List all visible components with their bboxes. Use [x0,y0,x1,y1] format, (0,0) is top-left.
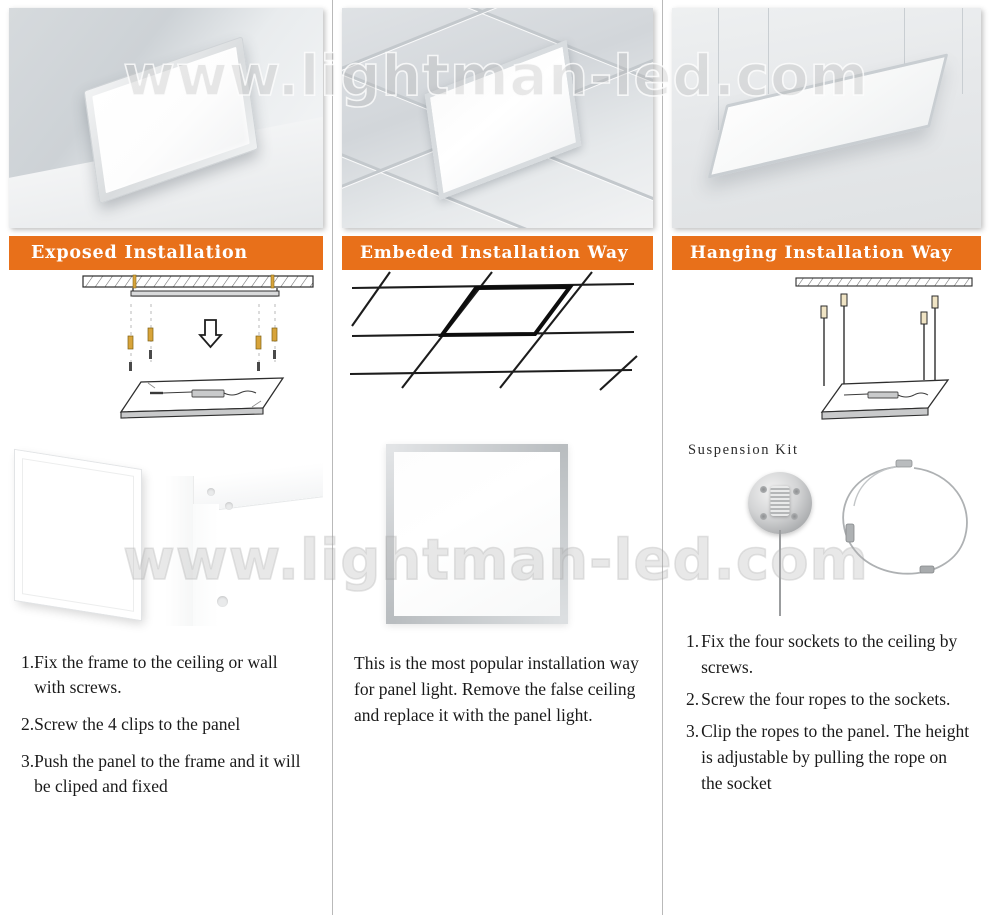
header-band-hanging: Hanging Installation Way [672,236,981,270]
step-text: Screw the 4 clips to the panel [34,714,241,734]
suspension-wire [768,8,769,94]
frame-corner-detail-photo [165,446,325,626]
suspension-assembly-icon [795,277,973,420]
exploded-assembly-icon [82,274,314,419]
column-exposed-installation: Exposed Installation [0,0,333,915]
socket-screw-hole-icon [760,513,767,520]
diagram-embeded-installation [342,270,653,438]
header-title-embeded: Embeded Installation Way [360,243,629,263]
socket-screw-hole-icon [793,488,800,495]
screw-hole-icon [207,488,215,496]
column-hanging-installation: Hanging Installation Way [663,0,990,915]
step-text: Fix the frame to the ceiling or wall wit… [34,652,278,697]
list-item: 1. Fix the four sockets to the ceiling b… [686,628,971,680]
suspension-wire [718,8,719,130]
step-number: 3. [686,721,700,741]
diagram-exposed-installation [9,270,323,438]
socket-screw-hole-icon [791,513,798,520]
recessed-panel-icon [424,39,582,201]
step-text: Fix the four sockets to the ceiling by s… [701,631,958,677]
grid-ceiling-line-icon [349,271,638,391]
steel-rope-photo [842,459,968,575]
step-number: 3. [21,751,35,771]
mounting-frame-photo [15,450,141,620]
header-band-embeded: Embeded Installation Way [342,236,653,270]
rope-gripper [845,523,855,543]
header-title-exposed: Exposed Installation [31,243,248,263]
suspension-wire [904,8,905,70]
instructions-hanging: 1. Fix the four sockets to the ceiling b… [672,616,981,796]
column-embeded-installation: Embeded Installation Way [333,0,663,915]
frame-inner-face [193,504,219,626]
list-item: 1. Fix the frame to the ceiling or wall … [21,650,313,700]
screw-hole-icon [225,502,233,510]
rope-end-fitting [895,459,913,468]
step-text: Clip the ropes to the panel. The height … [701,721,970,793]
suspended-panel-icon [707,53,949,179]
socket-hanging-wire [779,530,781,616]
photo-exposed-installation [9,8,323,228]
list-item: 3. Push the panel to the frame and it wi… [21,749,313,799]
instructions-exposed: 1. Fix the frame to the ceiling or wall … [9,634,323,799]
product-photos-exposed [9,438,323,634]
step-number: 2. [21,714,35,734]
frame-opening [22,458,134,612]
header-title-hanging: Hanging Installation Way [690,243,953,263]
step-text: Push the panel to the frame and it will … [34,751,301,796]
frame-side-rail [165,476,193,626]
socket-threaded-boss [770,485,790,516]
ceiling-socket-photo [748,472,812,534]
header-band-exposed: Exposed Installation [9,236,323,270]
diagram-hanging-installation [672,270,981,438]
square-led-panel-photo [386,444,568,624]
screw-hole-icon [217,596,228,607]
step-number: 1. [21,652,35,672]
rope-clip [919,565,935,574]
socket-screw-hole-icon [760,486,767,493]
photo-hanging-installation [672,8,981,228]
step-text: Screw the four ropes to the sockets. [701,689,951,709]
product-photos-hanging: Suspension Kit [672,438,981,616]
list-item: 2. Screw the 4 clips to the panel [21,712,313,737]
suspension-kit-label: Suspension Kit [688,442,799,458]
photo-embeded-installation [342,8,653,228]
list-item: 2. Screw the four ropes to the sockets. [686,686,971,712]
step-number: 2. [686,689,700,709]
list-item: 3. Clip the ropes to the panel. The heig… [686,718,971,796]
instructions-embeded: This is the most popular installation wa… [342,634,653,728]
product-photos-embeded [342,438,653,634]
description-text: This is the most popular installation wa… [354,653,639,725]
step-number: 1. [686,631,700,651]
suspension-wire [962,8,963,94]
